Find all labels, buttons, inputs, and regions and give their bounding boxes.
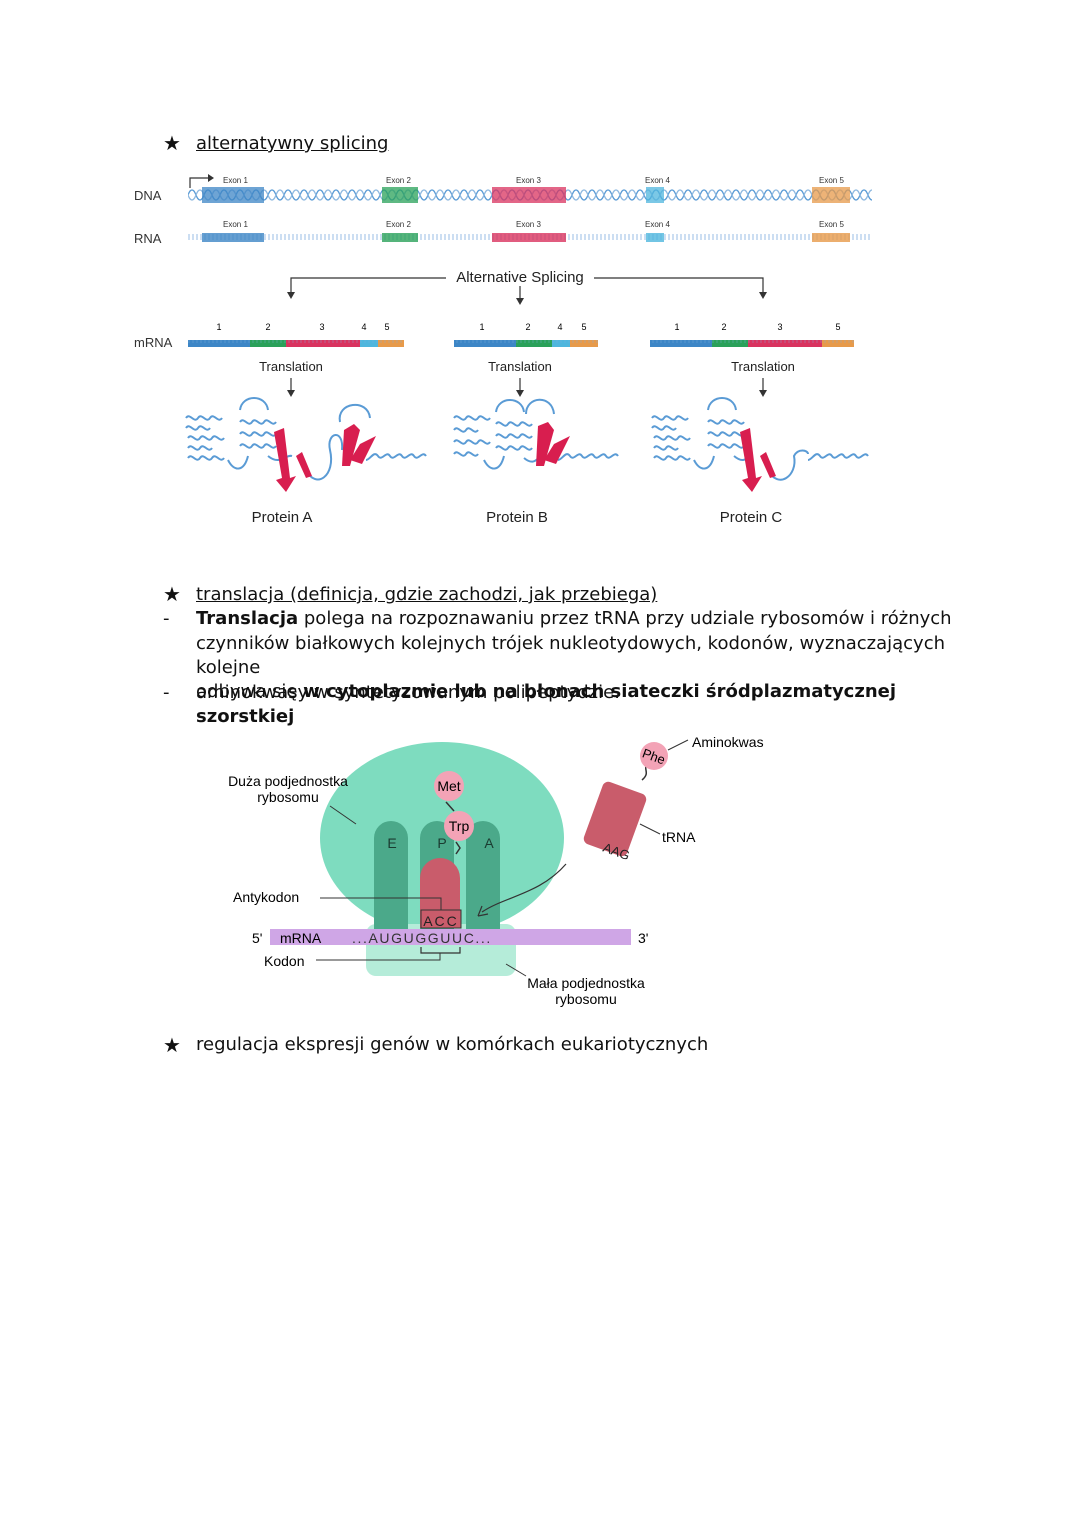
translation-location: odbywa się w cytoplazmie lub na błonach … bbox=[196, 680, 956, 729]
dna-exon-1-label: Exon 1 bbox=[223, 176, 248, 185]
section-heading-alternative-splicing: alternatywny splicing bbox=[196, 133, 389, 154]
section-heading-gene-regulation: regulacja ekspresji genów w komórkach eu… bbox=[196, 1034, 709, 1055]
small-subunit-label-line2: rybosomu bbox=[555, 991, 616, 1007]
dna-exon-3-label: Exon 3 bbox=[516, 176, 541, 185]
location-bold: w cytoplazmie lub na błonach siateczki ś… bbox=[196, 681, 897, 727]
dna-exon-5 bbox=[812, 187, 850, 203]
definition-line-1: polega na rozpoznawaniu przez tRNA przy … bbox=[298, 608, 952, 629]
variant-a-exon-number: 3 bbox=[319, 322, 324, 332]
variant-b-exon-number: 2 bbox=[525, 322, 530, 332]
mrna-variant-b bbox=[454, 340, 598, 347]
rna-label: RNA bbox=[134, 231, 162, 246]
dna-exon-2 bbox=[382, 187, 418, 203]
trna-label: tRNA bbox=[662, 829, 696, 845]
promoter-arrow-icon bbox=[189, 177, 208, 188]
met-amino-acid bbox=[434, 771, 464, 801]
translation-label-c: Translation bbox=[731, 359, 795, 374]
alternative-splicing-bracket bbox=[290, 277, 764, 300]
rna-exon-1-label: Exon 1 bbox=[223, 220, 248, 229]
dna-exon-2-label: Exon 2 bbox=[386, 176, 411, 185]
mrna-three-prime: 3' bbox=[638, 930, 648, 946]
section-heading-translation: translacja (definicja, gdzie zachodzi, j… bbox=[196, 584, 658, 605]
mrna-variant-a bbox=[188, 340, 404, 347]
bullet-star-icon: ★ bbox=[163, 131, 181, 155]
codon-label: Kodon bbox=[264, 953, 304, 969]
list-dash: - bbox=[163, 608, 170, 629]
bullet-star-icon: ★ bbox=[163, 582, 181, 606]
variant-b-exon-number: 4 bbox=[557, 322, 562, 332]
variant-c-exon-number: 2 bbox=[721, 322, 726, 332]
mrna-sequence: ...AUGUGGUUC... bbox=[352, 930, 492, 946]
bullet-star-icon: ★ bbox=[163, 1033, 181, 1057]
translation-definition: Translacja polega na rozpoznawaniu przez… bbox=[196, 607, 956, 705]
rna-exon-3 bbox=[492, 233, 566, 242]
alternative-splicing-label: Alternative Splicing bbox=[456, 269, 584, 286]
mrna-variant-c bbox=[650, 340, 854, 347]
anticodon-label: Antykodon bbox=[233, 889, 299, 905]
definition-line-3: aminokwasy w syntetyzowanym polipeptydzi… bbox=[196, 681, 620, 703]
rna-exon-4 bbox=[646, 233, 664, 242]
variant-c-exon-number: 1 bbox=[674, 322, 679, 332]
definition-line-2: czynników białkowych kolejnych trójek nu… bbox=[196, 632, 946, 679]
protein-c-beta-strands bbox=[740, 428, 776, 492]
rna-exon-3-label: Exon 3 bbox=[516, 220, 541, 229]
dna-exon-1 bbox=[202, 187, 264, 203]
dna-label: DNA bbox=[134, 188, 162, 203]
protein-a-beta-strands bbox=[274, 424, 376, 492]
rna-exon-5 bbox=[812, 233, 850, 242]
variant-a-exon-number: 5 bbox=[384, 322, 389, 332]
mrna-five-prime: 5' bbox=[252, 930, 262, 946]
rna-exon-2-label: Exon 2 bbox=[386, 220, 411, 229]
mrna-strand-label: mRNA bbox=[280, 930, 322, 946]
site-a bbox=[466, 821, 500, 938]
rna-exon-5-label: Exon 5 bbox=[819, 220, 844, 229]
dna-exon-3 bbox=[492, 187, 566, 203]
translation-label-a: Translation bbox=[259, 359, 323, 374]
phe-amino-acid bbox=[640, 742, 668, 770]
site-a-label: A bbox=[484, 835, 494, 851]
site-p-label: P bbox=[437, 835, 446, 851]
rna-exon-4-label: Exon 4 bbox=[645, 220, 670, 229]
variant-b-exon-number: 1 bbox=[479, 322, 484, 332]
protein-c-label: Protein C bbox=[720, 509, 783, 526]
rna-exon-1 bbox=[202, 233, 264, 242]
translation-term: Translacja bbox=[196, 608, 299, 629]
site-e bbox=[374, 821, 408, 938]
large-subunit-label-line1: Duża podjednostka bbox=[228, 773, 348, 789]
protein-a-label: Protein A bbox=[252, 509, 313, 526]
trp-label: Trp bbox=[449, 818, 470, 834]
protein-c-structure bbox=[651, 397, 869, 481]
protein-b-label: Protein B bbox=[486, 509, 548, 526]
ribosome-translation-figure: E P A ACC Met Trp 5' mRNA ...AUGUGGUUC..… bbox=[228, 734, 764, 1007]
variant-a-exon-number: 1 bbox=[216, 322, 221, 332]
variant-a-exon-number: 4 bbox=[361, 322, 366, 332]
met-label: Met bbox=[437, 778, 460, 794]
small-subunit-label-line1: Mała podjednostka bbox=[527, 975, 645, 991]
phe-label: Phe bbox=[640, 745, 667, 767]
large-subunit-label-line2: rybosomu bbox=[257, 789, 318, 805]
protein-b-structure bbox=[453, 398, 619, 470]
incoming-trna bbox=[583, 781, 647, 857]
trna-entry-arrow bbox=[481, 863, 567, 913]
location-prefix: odbywa się bbox=[196, 681, 304, 702]
anticodon-sequence: ACC bbox=[423, 913, 459, 929]
list-dash: - bbox=[163, 682, 170, 703]
mrna-label: mRNA bbox=[134, 335, 173, 350]
variant-c-exon-number: 5 bbox=[835, 322, 840, 332]
variant-a-exon-number: 2 bbox=[265, 322, 270, 332]
rna-exon-2 bbox=[382, 233, 418, 242]
dna-exon-5-label: Exon 5 bbox=[819, 176, 844, 185]
protein-b-beta-strands bbox=[536, 422, 570, 466]
mrna-strand bbox=[270, 929, 631, 945]
alternative-splicing-figure: DNA Exon 1 Exon 2 Exon 3 Exon 4 Exon 5 R… bbox=[134, 174, 872, 526]
variant-b-exon-number: 5 bbox=[581, 322, 586, 332]
trp-amino-acid bbox=[444, 811, 474, 841]
site-e-label: E bbox=[387, 835, 396, 851]
variant-c-exon-number: 3 bbox=[777, 322, 782, 332]
translation-label-b: Translation bbox=[488, 359, 552, 374]
dna-exon-4 bbox=[646, 187, 664, 203]
dna-exon-4-label: Exon 4 bbox=[645, 176, 670, 185]
amino-acid-label: Aminokwas bbox=[692, 734, 764, 750]
